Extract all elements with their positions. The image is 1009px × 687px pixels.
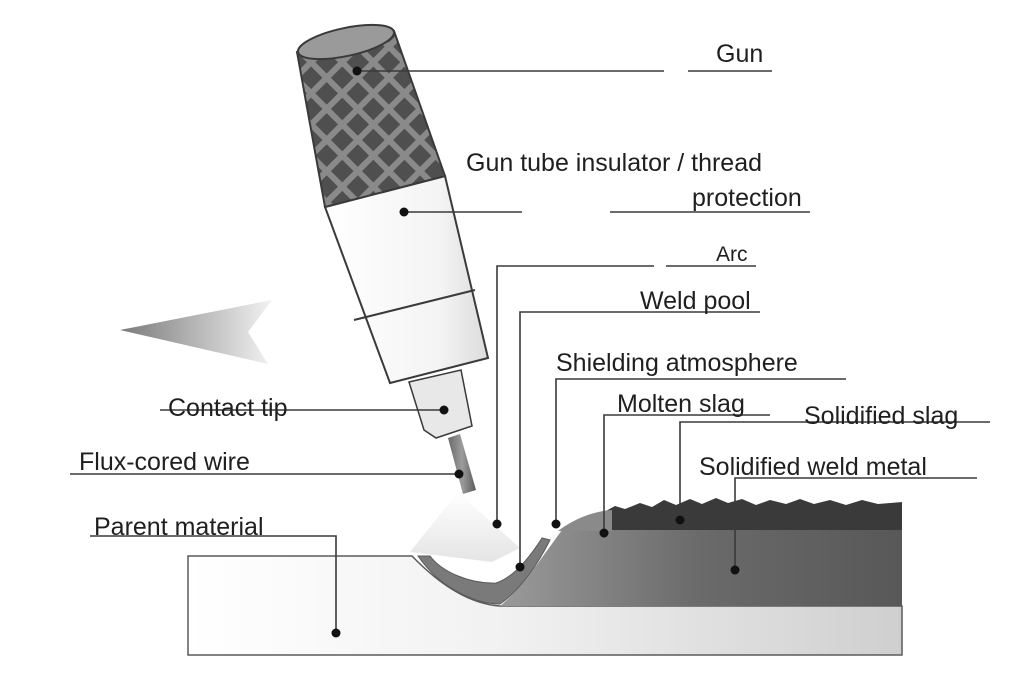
label-weld-pool: Weld pool [640,287,751,315]
label-molten-slag: Molten slag [617,390,745,418]
flux-cored-wire [448,434,476,494]
leader-solidified-slag [679,421,990,520]
travel-direction-arrow [120,300,272,364]
solidified-slag [604,498,902,530]
leader-molten-slag [603,414,770,533]
label-parent-material: Parent material [94,513,264,541]
label-flux-cored-wire: Flux-cored wire [79,448,250,476]
label-contact-tip: Contact tip [168,394,288,422]
leader-shielding [555,378,846,524]
leader-parent-material [90,535,337,633]
solidified-weld-metal [500,528,902,606]
leader-lines [70,70,990,633]
contact-tip [408,369,473,439]
label-arc: Arc [716,243,748,266]
molten-slag [558,510,612,531]
leader-dots [331,66,740,638]
leader-weld-pool [519,311,760,567]
label-shielding-atmosphere: Shielding atmosphere [556,349,798,377]
arc-cone [410,492,520,562]
label-solidified-slag: Solidified slag [804,402,959,430]
label-solidified-weld-metal: Solidified weld metal [699,453,927,481]
label-gun-tube-line1: Gun tube insulator / thread [466,149,763,177]
gun-handle [295,23,447,209]
gun-tube-insulator [323,174,490,385]
weld-pool [417,537,551,605]
label-gun-tube-line2: protection [692,184,802,212]
label-gun: Gun [716,40,764,68]
leader-weld-metal [734,477,977,570]
leader-arc [496,265,654,524]
